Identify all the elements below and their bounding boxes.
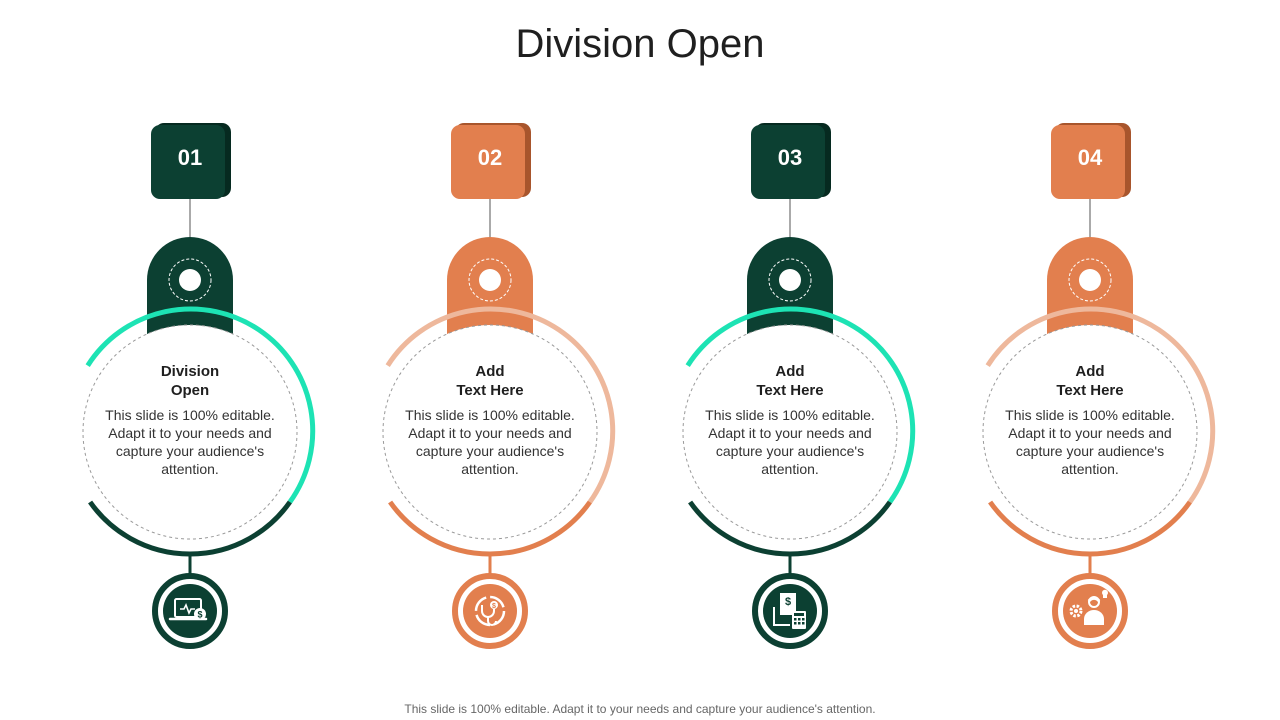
step-heading-line1: Add <box>475 363 505 380</box>
step-heading-line2: Open <box>170 382 210 399</box>
step-heading: Add Text Here <box>680 362 900 400</box>
laptop-medical-icon: $ <box>168 598 208 621</box>
step-heading-line1: Division <box>160 363 220 380</box>
step-number: 02 <box>477 145 503 170</box>
step-heading-line2: Text Here <box>1056 382 1124 399</box>
number-tile <box>751 125 825 199</box>
tag-hole-ring <box>1068 258 1112 302</box>
number-tile <box>1051 125 1125 199</box>
step-heading: Add Text Here <box>980 362 1200 400</box>
svg-text:$: $ <box>197 610 202 620</box>
tag-hole-ring <box>768 258 812 302</box>
doctor-idea-icon <box>1069 589 1108 625</box>
inner-circle <box>982 324 1198 540</box>
outer-ring-base <box>88 500 292 557</box>
tag-hole-ring <box>168 258 212 302</box>
step-heading-line1: Add <box>775 363 805 380</box>
step-body: This slide is 100% editable. Adapt it to… <box>405 407 575 477</box>
svg-text:$: $ <box>492 603 496 610</box>
step-heading-line2: Text Here <box>756 382 824 399</box>
inner-circle <box>82 324 298 540</box>
step-number: 01 <box>177 145 203 170</box>
step-body: This slide is 100% editable. Adapt it to… <box>705 407 875 477</box>
step-heading-line2: Text Here <box>456 382 524 399</box>
stethoscope-dollar-icon: $ <box>474 595 506 627</box>
page-title: Division Open <box>515 22 765 66</box>
step-heading: Add Text Here <box>380 362 600 400</box>
inner-circle <box>382 324 598 540</box>
step-number: 03 <box>777 145 803 170</box>
step-01: $ 01 Division Open This slide is 100% ed… <box>40 0 340 720</box>
tag-hole <box>1079 269 1101 291</box>
step-02: $ 02 Add Text Here This slide is 100% ed… <box>340 0 640 720</box>
footer-note: This slide is 100% editable. Adapt it to… <box>404 702 876 716</box>
outer-ring-accent <box>85 306 316 504</box>
step-graphic <box>982 123 1216 649</box>
step-heading-line1: Add <box>1075 363 1105 380</box>
tag-hole-ring <box>468 258 512 302</box>
step-heading: Division Open <box>80 362 300 400</box>
step-number: 04 <box>1077 145 1103 170</box>
outer-ring-accent <box>385 306 616 504</box>
tag-hole <box>779 269 801 291</box>
tag-hole <box>179 269 201 291</box>
tag-hole <box>479 269 501 291</box>
step-03: $ 03 Add Text Here This slide is 100% ed… <box>640 0 940 720</box>
inner-circle <box>682 324 898 540</box>
outer-ring-base <box>988 500 1192 557</box>
step-graphic: $ <box>382 123 616 649</box>
outer-ring-accent <box>985 306 1216 504</box>
icon-disc <box>463 584 517 638</box>
number-tile <box>151 125 225 199</box>
svg-text:$: $ <box>785 596 791 608</box>
number-tile <box>451 125 525 199</box>
outer-ring-accent <box>685 306 916 504</box>
step-graphic: $ <box>682 123 916 649</box>
invoice-calculator-icon: $ <box>773 593 806 629</box>
outer-ring-base <box>388 500 592 557</box>
step-graphic: $ <box>82 123 316 649</box>
step-04: 04 Add Text Here This slide is 100% edit… <box>940 0 1240 720</box>
step-body: This slide is 100% editable. Adapt it to… <box>105 407 275 477</box>
step-body: This slide is 100% editable. Adapt it to… <box>1005 407 1175 477</box>
outer-ring-base <box>688 500 892 557</box>
